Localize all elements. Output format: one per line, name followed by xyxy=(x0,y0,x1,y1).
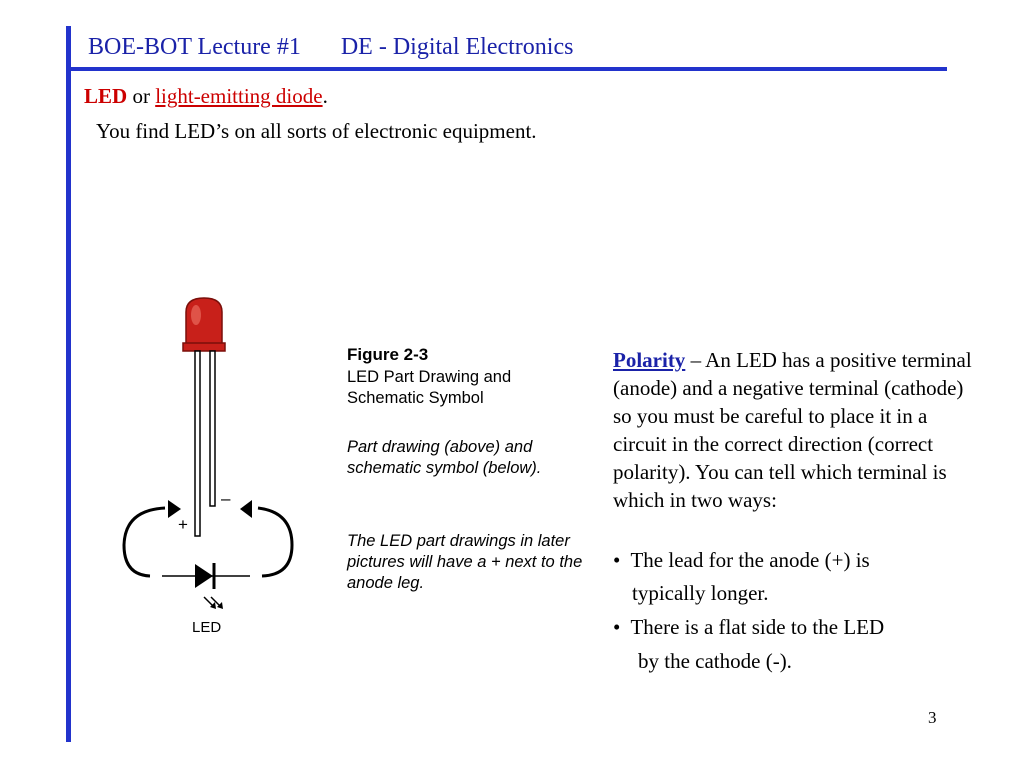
or-text: or xyxy=(127,84,156,108)
led-body xyxy=(185,297,223,345)
led-definition-link[interactable]: light-emitting diode xyxy=(155,84,323,108)
figure-caption: LED Part Drawing and Schematic Symbol xyxy=(347,368,512,407)
anode-leg xyxy=(194,350,201,537)
polarity-paragraph: Polarity – An LED has a positive termina… xyxy=(613,346,983,514)
figure-note-1: Part drawing (above) and schematic symbo… xyxy=(347,438,542,477)
title-right: DE - Digital Electronics xyxy=(340,34,574,60)
plus-label: + xyxy=(178,515,188,534)
right-curved-arrow xyxy=(257,506,294,578)
figure-title: Figure 2-3 xyxy=(347,345,429,364)
bullet-1: • The lead for the anode (+) is xyxy=(613,548,870,572)
figure-note-2: The LED part drawings in later pictures … xyxy=(347,532,583,592)
left-accent-bar xyxy=(66,26,71,742)
bullet-2-continued: by the cathode (-). xyxy=(638,649,792,673)
bullet-2: • There is a flat side to the LED xyxy=(613,615,885,639)
light-ray-head-1 xyxy=(210,602,216,609)
header-underline xyxy=(66,67,947,71)
bullet-1-continued: typically longer. xyxy=(632,581,769,605)
left-arrow-head xyxy=(168,500,181,518)
led-symbol-label: LED xyxy=(192,619,221,636)
led-term: LED xyxy=(84,84,128,108)
intro-sentence: You find LED’s on all sorts of electroni… xyxy=(96,119,537,143)
minus-label: – xyxy=(221,489,231,508)
slide-title: BOE-BOT Lecture #1 DE - Digital Electroni… xyxy=(88,34,573,61)
period-text: . xyxy=(322,84,328,108)
title-left: BOE-BOT Lecture #1 xyxy=(88,34,301,60)
polarity-text: – An LED has a positive terminal (anode)… xyxy=(613,348,972,512)
led-figure-drawing: + – LED xyxy=(122,297,294,636)
right-arrow-head xyxy=(240,500,252,518)
left-curved-arrow xyxy=(122,506,166,578)
cathode-leg xyxy=(209,350,216,507)
page-number: 3 xyxy=(928,708,937,727)
led-rim xyxy=(182,342,226,352)
polarity-heading: Polarity xyxy=(613,348,686,372)
diode-triangle xyxy=(195,564,213,588)
led-highlight xyxy=(191,305,201,325)
intro-heading: LED or light-emitting diode. xyxy=(84,84,328,109)
light-ray-head-2 xyxy=(217,602,223,609)
